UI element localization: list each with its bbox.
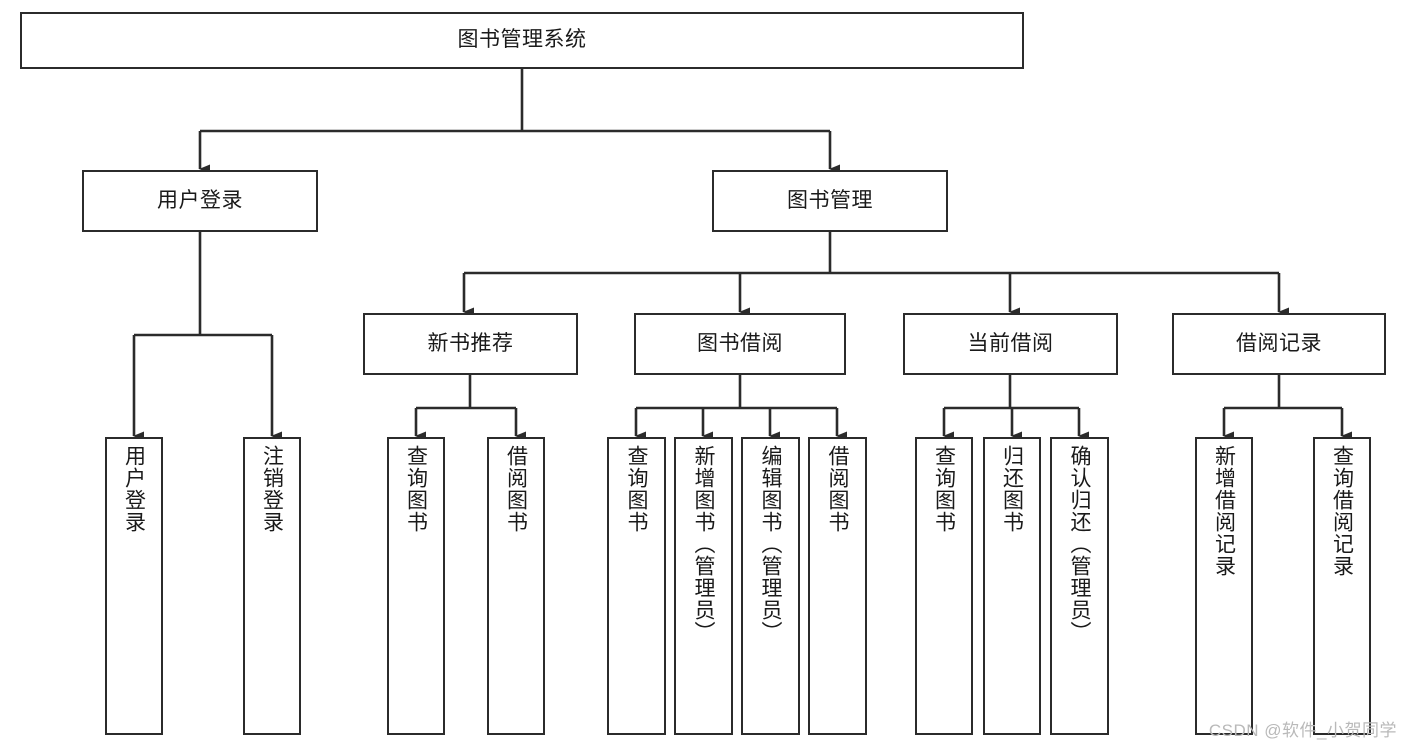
- node-label: 图书借阅: [697, 331, 783, 355]
- node-current-borrow[interactable]: 当前借阅: [903, 313, 1118, 375]
- connector-lines: [132, 69, 1352, 441]
- node-label: 查询图书: [932, 445, 956, 533]
- leaf-borrow-book[interactable]: 借阅图书: [808, 437, 867, 735]
- node-label: 注销登录: [260, 445, 284, 533]
- node-label: 新书推荐: [427, 331, 514, 355]
- node-label: 借阅记录: [1236, 331, 1322, 355]
- leaf-add-borrow-record[interactable]: 新增借阅记录: [1195, 437, 1253, 735]
- node-label: 编辑图书（管理员）: [759, 445, 783, 643]
- leaf-query-book-borrow[interactable]: 查询图书: [607, 437, 666, 735]
- node-borrow-record[interactable]: 借阅记录: [1172, 313, 1386, 375]
- csdn-watermark: CSDN @软件_小贺同学: [1208, 721, 1397, 740]
- node-root-system[interactable]: 图书管理系统: [20, 12, 1024, 69]
- node-label: 查询图书: [625, 445, 649, 533]
- leaf-user-login[interactable]: 用户登录: [105, 437, 163, 735]
- node-label: 查询借阅记录: [1330, 445, 1354, 577]
- node-label: 图书管理系统: [457, 28, 587, 52]
- node-user-login[interactable]: 用户登录: [82, 170, 318, 232]
- node-label: 借阅图书: [826, 445, 850, 533]
- leaf-borrow-book-recommend[interactable]: 借阅图书: [487, 437, 545, 735]
- node-label: 图书管理: [787, 188, 873, 212]
- leaf-query-borrow-record[interactable]: 查询借阅记录: [1313, 437, 1371, 735]
- node-new-book-recommend[interactable]: 新书推荐: [363, 313, 578, 375]
- node-label: 归还图书: [1000, 445, 1024, 533]
- leaf-return-book[interactable]: 归还图书: [983, 437, 1041, 735]
- leaf-add-book-admin[interactable]: 新增图书（管理员）: [674, 437, 733, 735]
- leaf-query-book-recommend[interactable]: 查询图书: [387, 437, 445, 735]
- node-label: 当前借阅: [967, 331, 1054, 355]
- node-book-borrow[interactable]: 图书借阅: [634, 313, 846, 375]
- node-label: 查询图书: [404, 445, 428, 533]
- node-book-manage[interactable]: 图书管理: [712, 170, 948, 232]
- node-label: 用户登录: [122, 445, 146, 533]
- node-label: 新增借阅记录: [1212, 445, 1236, 577]
- leaf-confirm-return-admin[interactable]: 确认归还（管理员）: [1050, 437, 1109, 735]
- leaf-edit-book-admin[interactable]: 编辑图书（管理员）: [741, 437, 800, 735]
- leaf-user-logout[interactable]: 注销登录: [243, 437, 301, 735]
- node-label: 用户登录: [157, 188, 243, 212]
- node-label: 新增图书（管理员）: [692, 445, 716, 643]
- node-label: 借阅图书: [504, 445, 528, 533]
- leaf-query-book-current[interactable]: 查询图书: [915, 437, 973, 735]
- node-label: 确认归还（管理员）: [1068, 445, 1092, 643]
